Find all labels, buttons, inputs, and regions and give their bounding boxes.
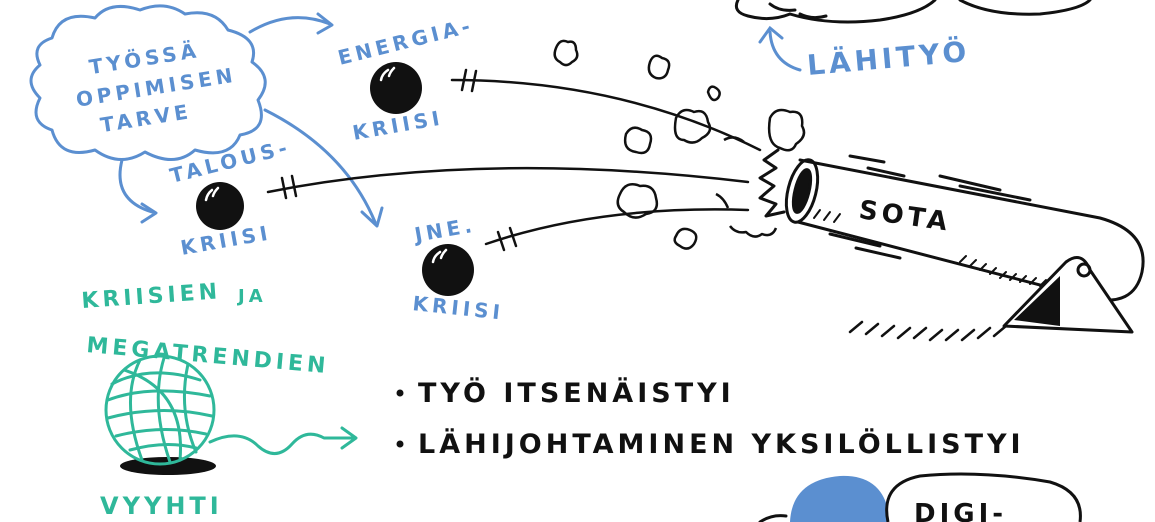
- cloud-text: TYÖSSÄ OPPIMISEN TARVE: [74, 38, 238, 137]
- yarn-title-line-1: KRIISIEN: [81, 279, 222, 314]
- bullet-dot-1: [396, 389, 404, 397]
- yarn-title: KRIISIEN JA MEGATRENDIEN: [81, 279, 331, 379]
- arrow-to-talous: [118, 158, 154, 214]
- yarn-title-line-2: JA: [236, 286, 267, 307]
- yarn-ball: [104, 354, 216, 466]
- bullet-text-1: TYÖ ITSENÄISTYI: [418, 376, 735, 409]
- bullet-dot-2: [396, 440, 404, 448]
- top-right-figure: [734, 0, 1092, 24]
- energia-cannonball: [370, 62, 422, 114]
- trajectories: [266, 68, 762, 252]
- cannon-label: SOTA: [857, 195, 953, 238]
- learning-need-cloud: [29, 4, 267, 161]
- smoke-puffs: [553, 39, 806, 250]
- lahityo-arrow: [758, 25, 802, 72]
- energia-label-top: ENERGIA-: [335, 13, 476, 70]
- bullet-text-2: LÄHIJOHTAMINEN YKSILÖLLISTYI: [418, 427, 1025, 460]
- talous-cannonball: [196, 182, 244, 230]
- digi-bubble: [885, 472, 1082, 522]
- cannon: [758, 148, 1145, 342]
- talous-trajectory: [266, 166, 750, 194]
- arrow-to-jne: [263, 108, 377, 224]
- muzzle-flash: [758, 148, 786, 218]
- energia-trajectory: [450, 78, 762, 152]
- lahityo-label: LÄHITYÖ: [806, 34, 972, 82]
- cloud-arrows: [118, 12, 384, 228]
- cannon-muzzle: [784, 158, 820, 224]
- yarn-label: VYYHTI: [100, 492, 223, 520]
- blue-blob: [790, 475, 890, 522]
- jne-cannonball: [422, 244, 474, 296]
- bullet-list: TYÖ ITSENÄISTYI LÄHIJOHTAMINEN YKSILÖLLI…: [396, 376, 1025, 460]
- jne-label-bottom: KRIISI: [411, 291, 505, 324]
- jne-trajectory: [484, 208, 750, 246]
- talous-label-top: TALOUS-: [167, 135, 293, 188]
- arrow-to-energia: [248, 16, 332, 34]
- digi-label: DIGI-: [914, 499, 1007, 522]
- yarn-thread-arrow: [208, 426, 358, 455]
- jne-label-top: JNE.: [411, 213, 478, 248]
